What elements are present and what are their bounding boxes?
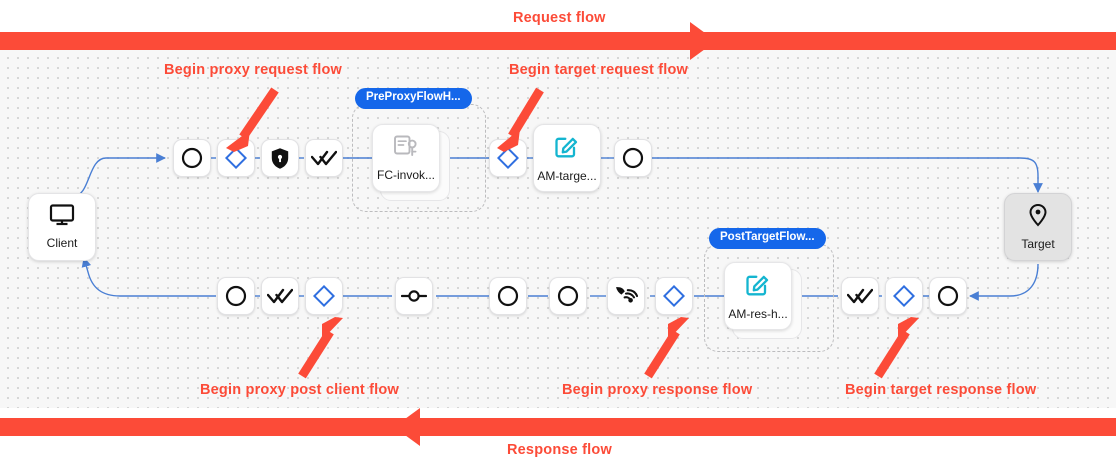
shield-lock-icon xyxy=(270,147,290,170)
circle-icon xyxy=(225,285,247,307)
response-node-circle-2[interactable] xyxy=(489,277,527,315)
preproxyflowhook-group-pill[interactable]: PreProxyFlowH... xyxy=(355,88,472,109)
request-node-circle-1[interactable] xyxy=(173,139,211,177)
response-flow-bar xyxy=(0,418,1116,436)
fc-invoke-card-front[interactable]: FC-invok... xyxy=(372,124,440,192)
circle-icon xyxy=(557,285,579,307)
request-flow-caption: Request flow xyxy=(513,10,606,26)
annotation-label-begin-target-response-flow: Begin target response flow xyxy=(845,382,1037,398)
diamond-icon xyxy=(313,285,335,307)
diamond-icon xyxy=(663,285,685,307)
am-target-policy-label: AM-targe... xyxy=(537,169,597,183)
annotation-label-begin-proxy-response-flow: Begin proxy response flow xyxy=(562,382,753,398)
circle-icon xyxy=(181,147,203,169)
annotation-label-begin-target-request-flow: Begin target request flow xyxy=(509,62,689,78)
response-node-condition-3[interactable] xyxy=(885,277,923,315)
am-res-handler-policy-label: AM-res-h... xyxy=(728,307,788,321)
circle-icon xyxy=(622,147,644,169)
fc-invoke-policy-label: FC-invok... xyxy=(376,168,435,182)
double-check-icon xyxy=(267,287,293,305)
diamond-icon xyxy=(497,147,519,169)
response-node-junction[interactable] xyxy=(395,277,433,315)
request-node-circle-2[interactable] xyxy=(614,139,652,177)
circle-icon xyxy=(497,285,519,307)
target-node[interactable]: Target xyxy=(1004,193,1072,261)
annotation-label-begin-proxy-post-client-flow: Begin proxy post client flow xyxy=(200,382,399,398)
edit-square-icon xyxy=(745,271,771,302)
response-node-circle-3[interactable] xyxy=(549,277,587,315)
request-node-verify[interactable] xyxy=(305,139,343,177)
diamond-icon xyxy=(225,147,247,169)
junction-icon xyxy=(401,289,427,303)
diamond-icon xyxy=(893,285,915,307)
request-flow-arrowhead-icon xyxy=(690,22,716,60)
target-node-label: Target xyxy=(1021,237,1055,251)
request-node-condition-2[interactable] xyxy=(489,139,527,177)
response-node-condition-1[interactable] xyxy=(305,277,343,315)
circle-icon xyxy=(937,285,959,307)
broadcast-icon xyxy=(614,284,638,308)
am-res-handler-card-front[interactable]: AM-res-h... xyxy=(724,262,792,330)
annotation-label-begin-proxy-request-flow: Begin proxy request flow xyxy=(164,62,343,78)
monitor-icon xyxy=(49,204,75,231)
response-node-verify-2[interactable] xyxy=(841,277,879,315)
response-node-verify-1[interactable] xyxy=(261,277,299,315)
double-check-icon xyxy=(847,287,873,305)
request-node-security[interactable] xyxy=(261,139,299,177)
am-res-handler-policy-card[interactable]: AM-res-h... xyxy=(724,262,802,339)
response-flow-arrowhead-icon xyxy=(394,408,420,446)
client-node-label: Client xyxy=(46,236,78,250)
am-target-policy-node[interactable]: AM-targe... xyxy=(533,124,601,192)
double-check-icon xyxy=(311,149,337,167)
edit-square-icon xyxy=(554,133,580,164)
response-node-condition-2[interactable] xyxy=(655,277,693,315)
diagram-background-grid xyxy=(0,50,1116,408)
location-pin-icon xyxy=(1028,203,1048,232)
response-node-broadcast[interactable] xyxy=(607,277,645,315)
response-flow-caption: Response flow xyxy=(507,442,612,458)
client-node[interactable]: Client xyxy=(28,193,96,261)
posttargetflowhook-group-pill[interactable]: PostTargetFlow... xyxy=(709,228,826,249)
response-node-circle-4[interactable] xyxy=(929,277,967,315)
request-node-condition-1[interactable] xyxy=(217,139,255,177)
response-node-circle-1[interactable] xyxy=(217,277,255,315)
request-flow-bar xyxy=(0,32,1116,50)
fc-invoke-policy-card[interactable]: FC-invok... xyxy=(372,124,450,201)
script-key-icon xyxy=(393,134,419,163)
